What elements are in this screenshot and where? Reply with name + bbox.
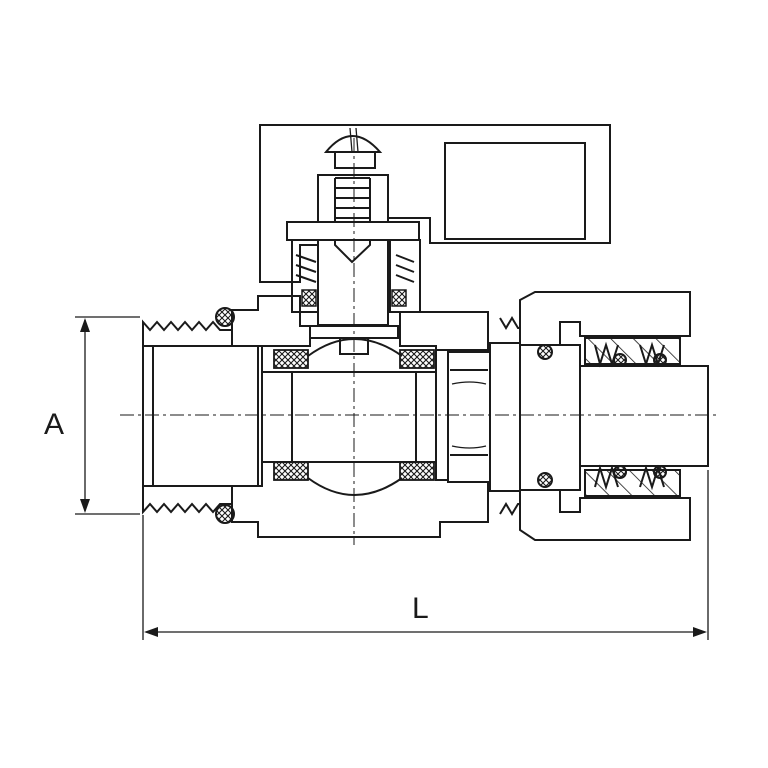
lever-handle	[259, 124, 611, 283]
handle-screw	[323, 127, 383, 169]
compression-fitting	[499, 291, 709, 541]
center-lines	[120, 138, 720, 545]
dimension-a: A	[44, 316, 140, 515]
dimension-l: L	[142, 470, 709, 640]
dimension-l-label: L	[412, 592, 429, 625]
male-thread-end	[142, 307, 259, 524]
valve-stem	[317, 174, 389, 326]
dimension-a-label: A	[44, 408, 64, 441]
coupling-nut	[447, 342, 521, 492]
